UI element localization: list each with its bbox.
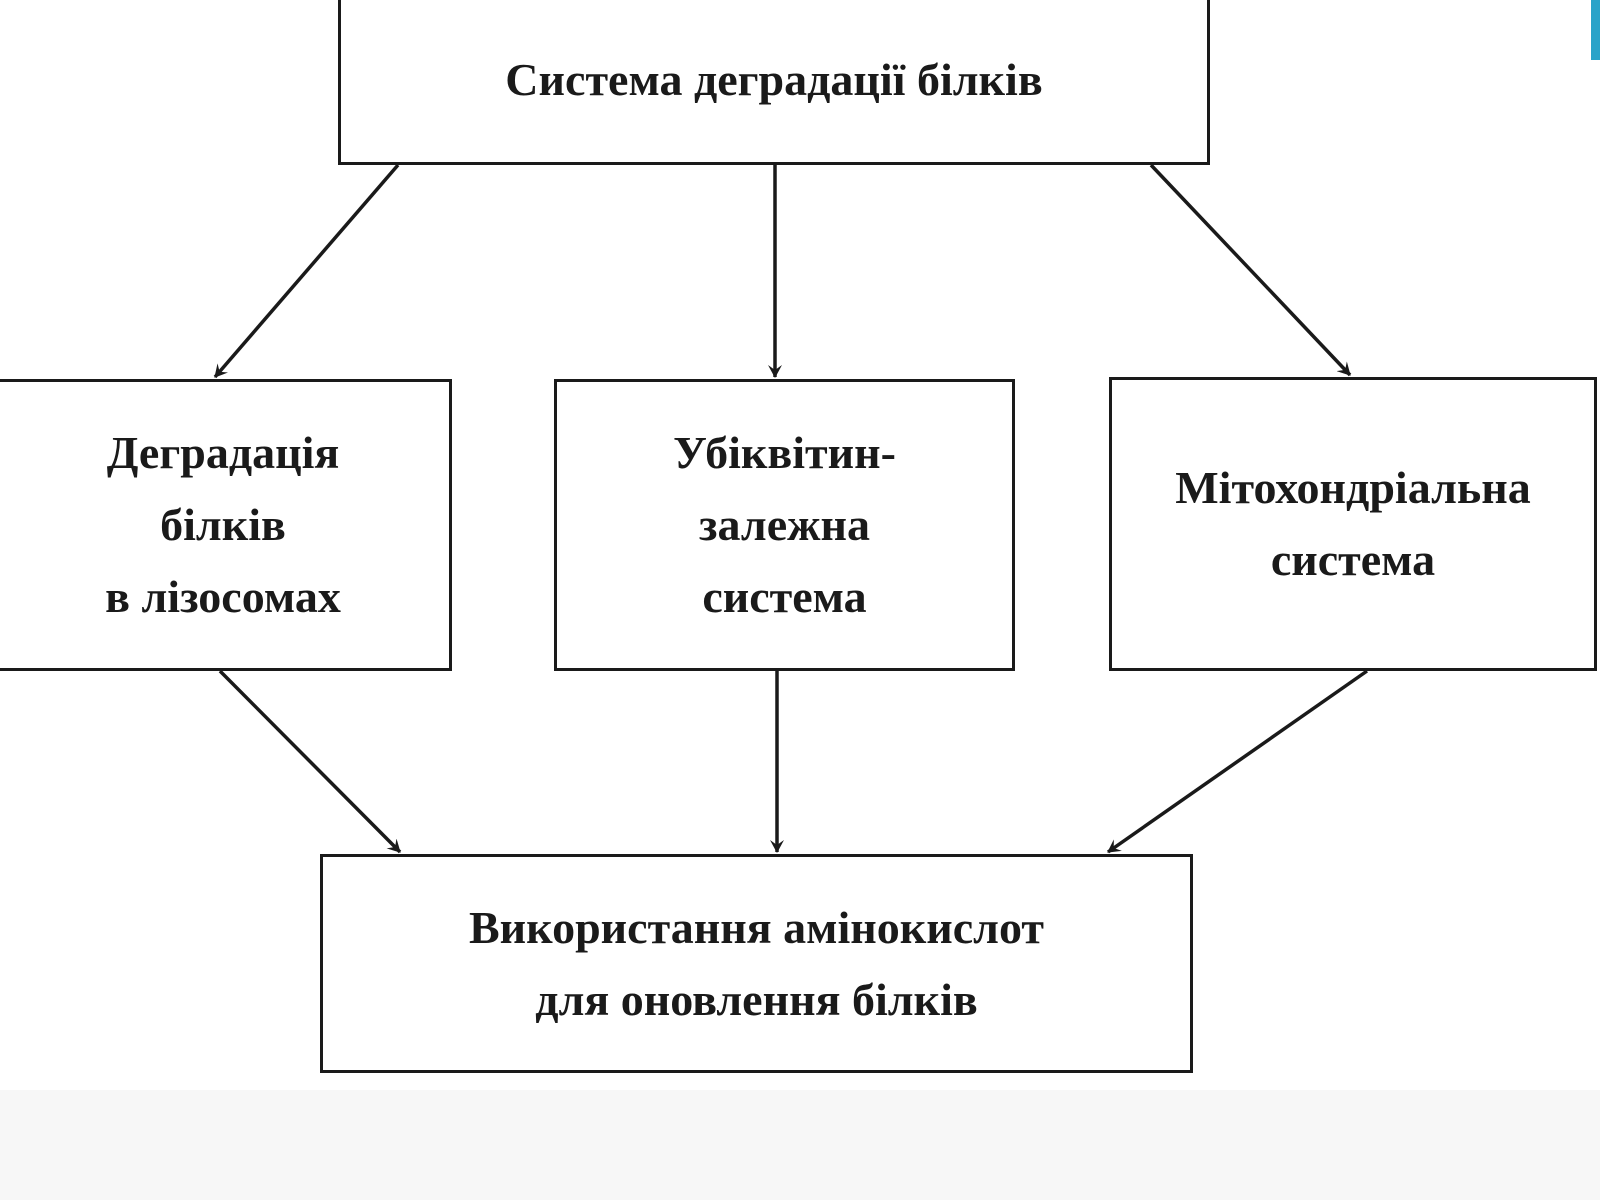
- arrow-left-to-bottom: [218, 669, 402, 854]
- node-lysosomal-degradation: Деградація білків в лізосомах: [0, 379, 452, 671]
- footer-band: [0, 1090, 1600, 1200]
- arrow-top-to-right: [1149, 163, 1352, 377]
- node-mitochondrial-system: Мітохондріальна система: [1109, 377, 1597, 671]
- arrow-top-to-left: [213, 163, 400, 379]
- node-ubiquitin-dependent-system: Убіквітин- залежна система: [554, 379, 1015, 671]
- node-protein-degradation-system: Система деградації білків: [338, 0, 1210, 165]
- edge-accent-bar: [1591, 0, 1600, 60]
- arrow-right-to-bottom: [1106, 669, 1369, 854]
- node-amino-acid-reuse: Використання амінокислот для оновлення б…: [320, 854, 1193, 1073]
